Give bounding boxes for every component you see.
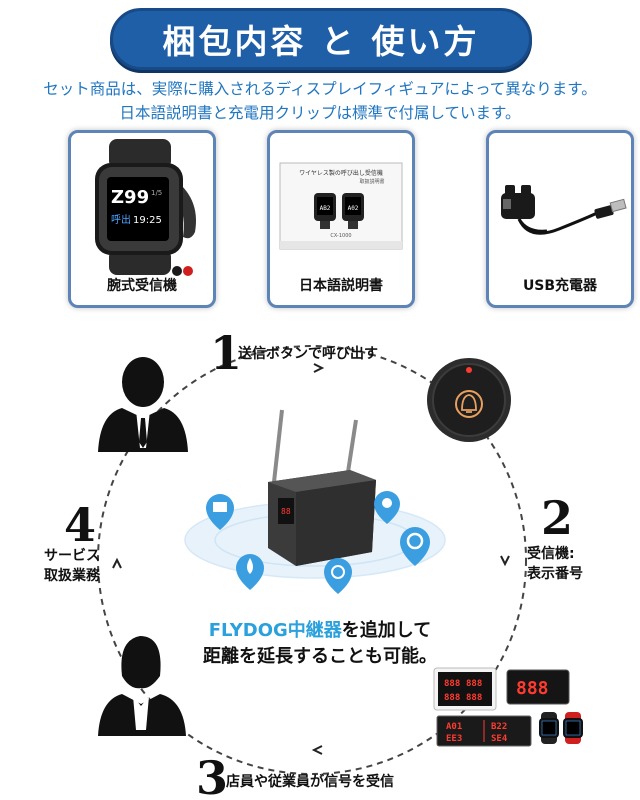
pin-ring-icon [400, 527, 430, 566]
pin-location-icon [374, 491, 400, 524]
male-staff-icon [98, 357, 188, 452]
cycle-arrow-top [313, 363, 325, 373]
content-card-watch: Z99 1/5 呼出 19:25 腕式受信機 [68, 130, 216, 308]
step-2-text: 受信機: 表示番号 [527, 544, 583, 584]
led-left-top: A01 [446, 722, 462, 732]
relay-line-2: 距離を延長することも可能。 [203, 646, 437, 667]
content-card-manual: ワイヤレス製の呼び出し受信機 取扱説明書 AB2 A02 CX-1000 日本語… [267, 130, 415, 308]
pin-target-icon [324, 558, 352, 594]
content-label-usb: USB充電器 [522, 278, 598, 294]
watch-receiver-image: Z99 1/5 呼出 19:25 [95, 139, 196, 276]
step-1-text: 送信ボタンで呼び出す [238, 346, 378, 362]
watch-red-icon [563, 712, 583, 744]
intro-line-2: 日本語説明書と充電用クリップは標準で付属しています。 [119, 104, 521, 122]
pin-card-icon [206, 494, 234, 530]
step-3-text: 店員や従業員が信号を受信 [226, 774, 394, 790]
step-2-line-2: 表示番号 [527, 566, 583, 582]
usb-charger-image [501, 185, 627, 235]
panel-digit-3: 888 [444, 693, 460, 703]
step-4-number: 4 [64, 498, 97, 552]
watch-tag: 1/5 [151, 189, 162, 197]
relay-line-1: FLYDOG中継器を追加して [170, 618, 470, 644]
step-2-line-1: 受信機: [527, 546, 575, 562]
led-right-bottom: SE4 [491, 734, 508, 744]
intro-line-1: セット商品は、実際に購入されるディスプレイフィギュアによって異なります。 [43, 80, 597, 98]
watch-number: Z99 [111, 187, 149, 208]
step-4-line-2: 取扱業務 [44, 568, 100, 584]
manual-screen-2: A02 [348, 205, 359, 212]
call-button-device [427, 358, 511, 442]
bell-icon [461, 394, 477, 413]
cycle-arrow-left [112, 557, 122, 569]
page-title-banner: 梱包内容 と 使い方 [110, 8, 532, 70]
panel-digit-1: 888 [444, 679, 460, 689]
page-title: 梱包内容 と 使い方 [162, 22, 480, 61]
cycle-arrow-bottom [311, 745, 323, 755]
led-right-top: B22 [491, 722, 507, 732]
relay-brand: FLYDOG中継器 [208, 620, 342, 641]
watch-time: 19:25 [133, 215, 162, 226]
step-3-number: 3 [196, 751, 229, 800]
watch-black-icon [539, 712, 559, 744]
svg-text:88: 88 [281, 507, 291, 516]
cycle-arrow-right [500, 555, 510, 567]
led-left-bottom: EE3 [446, 734, 462, 744]
step-2-number: 2 [541, 491, 574, 545]
cycle-path [97, 345, 527, 775]
pin-drop-icon [236, 554, 264, 590]
female-staff-icon [98, 636, 186, 736]
step-4-text: サービス 取扱業務 [44, 546, 100, 586]
single-display-digits: 888 [516, 678, 549, 699]
manual-model: CX-1000 [330, 233, 351, 239]
panel-digit-2: 888 [466, 679, 482, 689]
content-card-usb: USB充電器 [486, 130, 634, 308]
relay-line-1-rest: を追加して [341, 620, 432, 641]
color-dot-red [183, 266, 193, 276]
single-display-device [506, 669, 570, 705]
color-dot-black [172, 266, 182, 276]
content-label-watch: 腕式受信機 [107, 278, 177, 294]
watch-status: 呼出 [111, 213, 131, 226]
manual-image: ワイヤレス製の呼び出し受信機 取扱説明書 AB2 A02 CX-1000 [279, 162, 403, 250]
panel-display-device [433, 667, 497, 711]
manual-subtitle: 取扱説明書 [359, 178, 384, 185]
step-4-line-1: サービス [44, 548, 100, 564]
manual-header: ワイヤレス製の呼び出し受信機 [299, 169, 383, 177]
led-sign-device [436, 715, 532, 747]
step-1-number: 1 [210, 326, 243, 380]
panel-digit-4: 888 [466, 693, 482, 703]
content-label-manual: 日本語説明書 [299, 278, 383, 294]
status-led-icon [466, 367, 472, 373]
manual-screen-1: AB2 [320, 205, 331, 212]
